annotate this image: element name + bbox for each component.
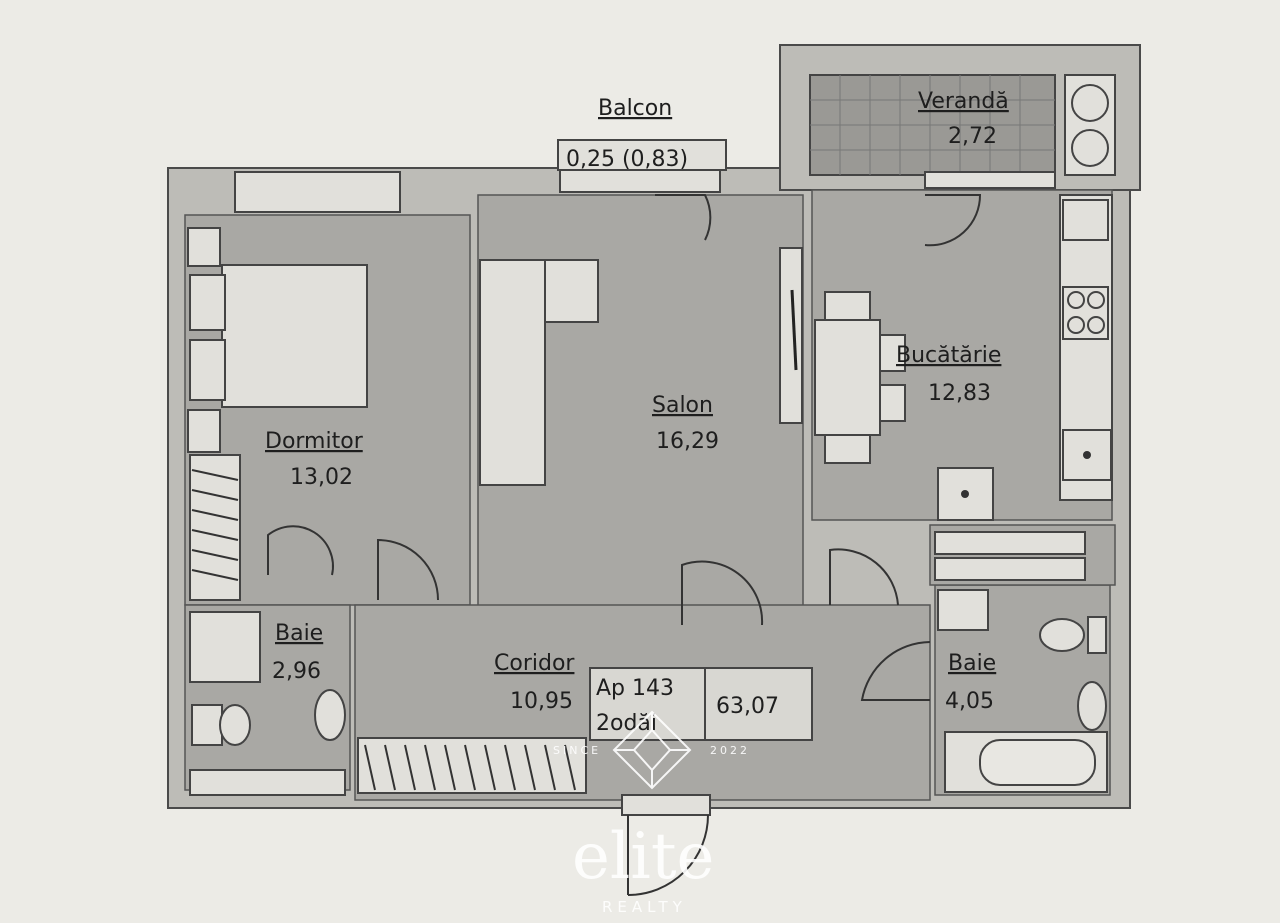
window xyxy=(924,171,1056,189)
shelf xyxy=(934,557,1086,581)
coridor-wardrobe xyxy=(357,737,587,794)
wardrobe-hatch xyxy=(191,469,239,581)
chair xyxy=(824,291,871,321)
shelf xyxy=(934,531,1086,555)
burner-icon xyxy=(1087,291,1105,309)
watermark-year: 2022 xyxy=(710,744,750,757)
burner-icon xyxy=(1067,291,1085,309)
tv xyxy=(790,289,798,371)
washbasin xyxy=(314,689,346,741)
label-apartment-number: Ap 143 xyxy=(596,676,674,701)
nightstand xyxy=(187,409,221,453)
label-salon-area: 16,29 xyxy=(656,429,719,454)
label-baie1: Baie xyxy=(275,621,323,646)
apartment-info-box xyxy=(589,667,813,741)
pillow xyxy=(189,274,226,331)
bed xyxy=(221,264,368,408)
label-baie2-area: 4,05 xyxy=(945,689,994,714)
door-arc xyxy=(377,538,439,601)
veranda-appliance xyxy=(1064,74,1116,176)
label-veranda-area: 2,72 xyxy=(948,124,997,149)
chair xyxy=(879,384,906,422)
dining-table xyxy=(814,319,881,436)
label-bucatarie-area: 12,83 xyxy=(928,381,991,406)
watermark-sub: REALTY xyxy=(602,898,687,916)
label-balcon: Balcon xyxy=(598,96,672,121)
label-total-area: 63,07 xyxy=(716,694,779,719)
window xyxy=(234,171,401,213)
label-apartment-rooms: 2odăi xyxy=(596,711,657,736)
window xyxy=(559,169,721,193)
balcon-strip xyxy=(557,139,727,171)
door-arc xyxy=(681,560,764,626)
watermark-since: SINCE xyxy=(553,744,601,757)
burner-icon xyxy=(1067,316,1085,334)
watermark: SINCE 2022 elite REALTY xyxy=(553,710,750,916)
wardrobe-hatch xyxy=(364,744,576,791)
bathtub-inner xyxy=(979,739,1096,786)
washbasin xyxy=(1077,681,1107,731)
label-baie1-area: 2,96 xyxy=(272,659,321,684)
toilet-bowl xyxy=(1039,618,1085,652)
watermark-brand: elite xyxy=(572,820,714,894)
shower xyxy=(189,611,261,683)
toilet xyxy=(191,704,223,746)
label-bucatarie: Bucătărie xyxy=(896,343,1001,368)
tv-stand xyxy=(779,247,803,424)
fridge xyxy=(1062,199,1109,241)
pillow xyxy=(189,339,226,401)
door-arc xyxy=(829,548,899,606)
diamond-logo-icon xyxy=(612,710,692,790)
burner-icon xyxy=(1071,129,1109,167)
label-dormitor-area: 13,02 xyxy=(290,465,353,490)
toilet-bowl xyxy=(219,704,251,746)
door-arc xyxy=(267,525,334,576)
stove xyxy=(1062,286,1109,340)
washing-machine xyxy=(937,589,989,631)
burner-icon xyxy=(1087,316,1105,334)
veranda-tile-grid xyxy=(810,75,1055,175)
label-veranda: Verandă xyxy=(918,89,1009,114)
nightstand xyxy=(187,227,221,267)
label-salon: Salon xyxy=(652,393,713,418)
drain-icon xyxy=(961,490,969,498)
label-coridor: Coridor xyxy=(494,651,575,676)
chair xyxy=(824,434,871,464)
door-arc xyxy=(924,194,982,247)
label-balcon-dims: 0,25 (0,83) xyxy=(566,147,688,172)
door-arc xyxy=(655,194,712,241)
burner-icon xyxy=(1071,84,1109,122)
door-arc xyxy=(860,641,931,701)
toilet-tank xyxy=(1087,616,1107,654)
label-baie2: Baie xyxy=(948,651,996,676)
label-dormitor: Dormitor xyxy=(265,429,364,454)
sofa xyxy=(479,259,546,486)
entrance-door xyxy=(627,814,709,896)
entrance-door-frame xyxy=(621,794,711,816)
label-coridor-area: 10,95 xyxy=(510,689,573,714)
chair xyxy=(879,334,906,372)
drain-icon xyxy=(1083,451,1091,459)
cabinet xyxy=(189,769,346,796)
